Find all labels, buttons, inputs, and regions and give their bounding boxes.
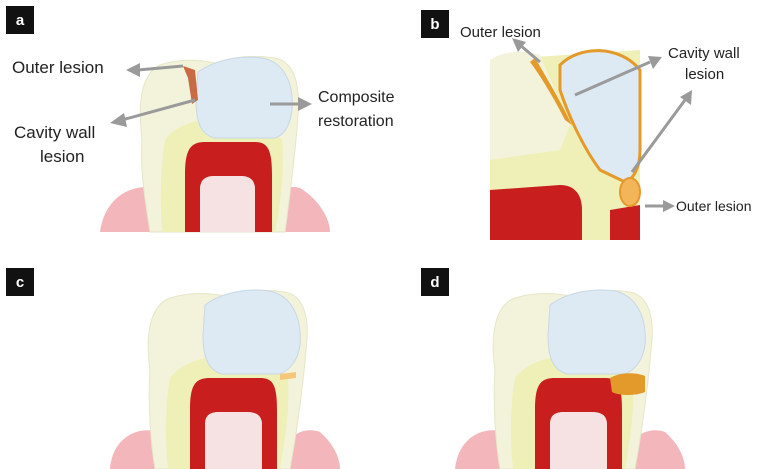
composite-restoration-d [548,290,645,374]
secondary-caries-d [610,373,645,395]
pulp-inner-d [550,412,607,469]
